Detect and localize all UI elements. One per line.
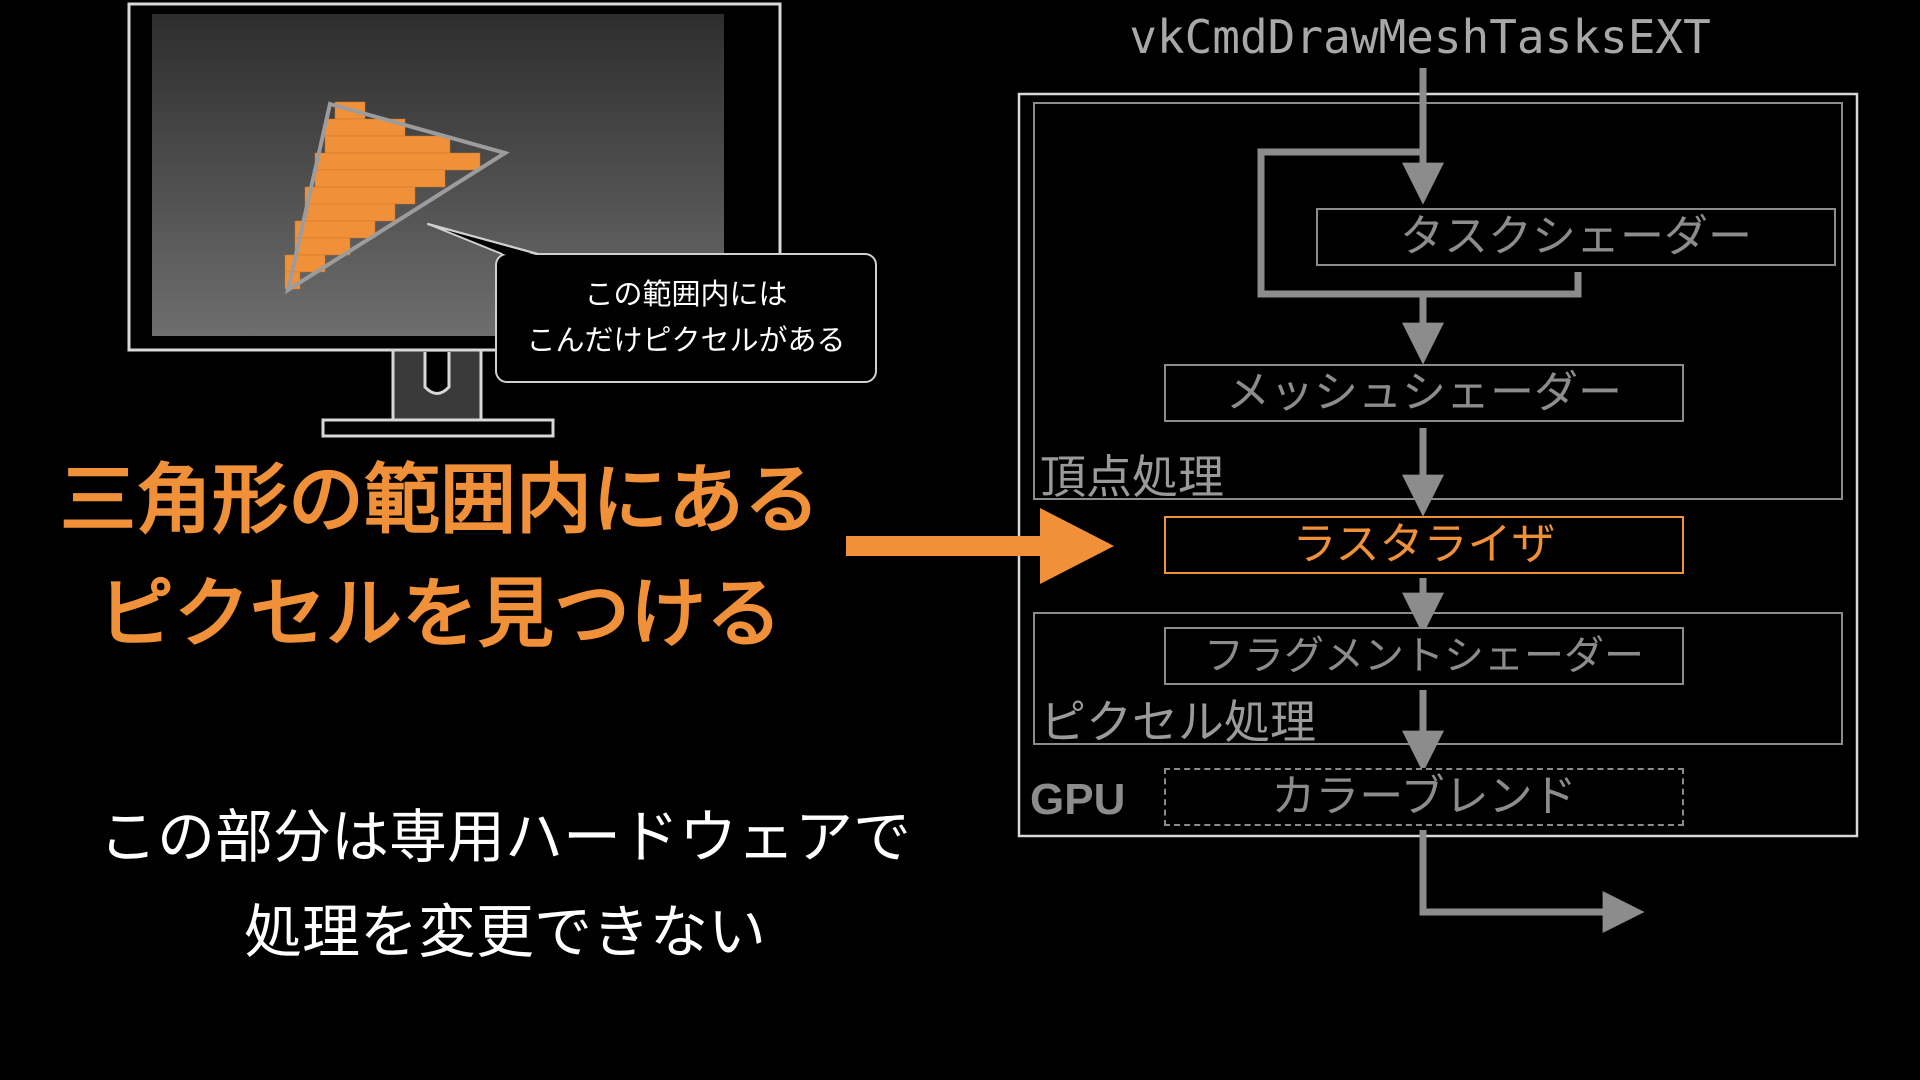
triangle-raster-icon: [284, 101, 510, 295]
callout-line-1: この範囲内には: [584, 277, 788, 311]
monitor-icon: [127, 2, 782, 438]
group-label-pixel-processing: ピクセル処理: [1040, 695, 1316, 749]
callout-line-2: こんだけピクセルがある: [526, 323, 846, 357]
callout-pointer: [427, 223, 539, 255]
note-line-1: この部分は専用ハードウェアで: [98, 803, 911, 871]
headline-line-1: 三角形の範囲内にある: [60, 455, 820, 544]
arrow-right-icon: [846, 508, 1114, 584]
stage-task-shader: タスクシェーダー: [1316, 208, 1836, 266]
stage-color-blend-label: カラーブレンド: [1271, 771, 1577, 822]
vertex-group-box: [1033, 102, 1843, 500]
group-label-gpu: GPU: [1030, 775, 1126, 824]
stage-rasterizer: ラスタライザ: [1164, 516, 1684, 574]
stage-mesh-shader: メッシュシェーダー: [1164, 364, 1684, 422]
note-line-2: 処理を変更できない: [243, 898, 766, 966]
headline-line-2: ピクセルを見つける: [98, 569, 782, 658]
group-label-vertex-processing: 頂点処理: [1040, 450, 1224, 504]
draw-command-label: vkCmdDrawMeshTasksEXT: [1129, 10, 1711, 64]
gpu-box: [1017, 92, 1859, 838]
stage-fragment-shader-label: フラグメントシェーダー: [1204, 633, 1644, 679]
callout-bubble: この範囲内には こんだけピクセルがある: [495, 253, 877, 383]
stage-rasterizer-label: ラスタライザ: [1292, 519, 1556, 570]
stage-task-shader-label: タスクシェーダー: [1400, 211, 1752, 262]
stage-color-blend: カラーブレンド: [1164, 768, 1684, 826]
stage-fragment-shader: フラグメントシェーダー: [1164, 627, 1684, 685]
stage-mesh-shader-label: メッシュシェーダー: [1226, 367, 1622, 418]
